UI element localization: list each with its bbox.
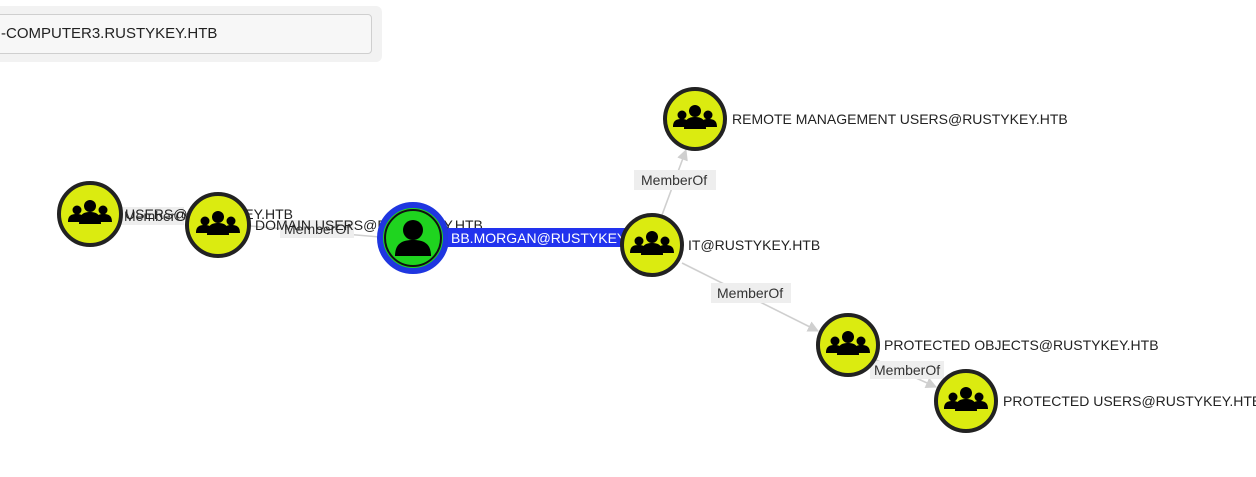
node-label-protected-users: PROTECTED USERS@RUSTYKEY.HTB <box>1003 393 1256 409</box>
edge-label-text: MemberOf <box>641 172 707 188</box>
node-protected-objects-group[interactable] <box>816 313 880 377</box>
node-label-protected-objects: PROTECTED OBJECTS@RUSTYKEY.HTB <box>884 337 1159 353</box>
edge-label-bbmorgan-domain-users: MemberOf <box>280 220 354 238</box>
edge-label-text: MemberOf <box>124 208 190 224</box>
node-label-it: IT@RUSTYKEY.HTB <box>688 237 820 253</box>
node-label-bb-morgan: BB.MORGAN@RUSTYKEY.HTB <box>451 230 656 246</box>
node-it-group[interactable] <box>620 213 684 277</box>
edge-label-domain-users-users: MemberOf <box>120 207 190 225</box>
edge-label-text: MemberOf <box>284 221 350 237</box>
node-remote-mgmt-group[interactable] <box>663 87 727 151</box>
node-label-remote-mgmt: REMOTE MANAGEMENT USERS@RUSTYKEY.HTB <box>732 111 1068 127</box>
node-users-group[interactable] <box>57 181 123 247</box>
selected-node-label: BB.MORGAN@RUSTYKEY.HTB <box>448 228 656 247</box>
edge-label-text: MemberOf <box>717 285 783 301</box>
edge-label-protected-objects-protected-users: MemberOf <box>870 361 944 379</box>
search-input[interactable]: -COMPUTER3.RUSTYKEY.HTB <box>0 14 372 54</box>
edge-label-it-remote-mgmt: MemberOf <box>634 170 716 190</box>
edge-label-it-protected-objects: MemberOf <box>711 283 791 303</box>
edge-label-text: MemberOf <box>874 362 940 378</box>
node-domain-users-group[interactable] <box>185 192 251 258</box>
node-protected-users-group[interactable] <box>934 369 998 433</box>
node-bb-morgan-user[interactable] <box>377 202 449 274</box>
